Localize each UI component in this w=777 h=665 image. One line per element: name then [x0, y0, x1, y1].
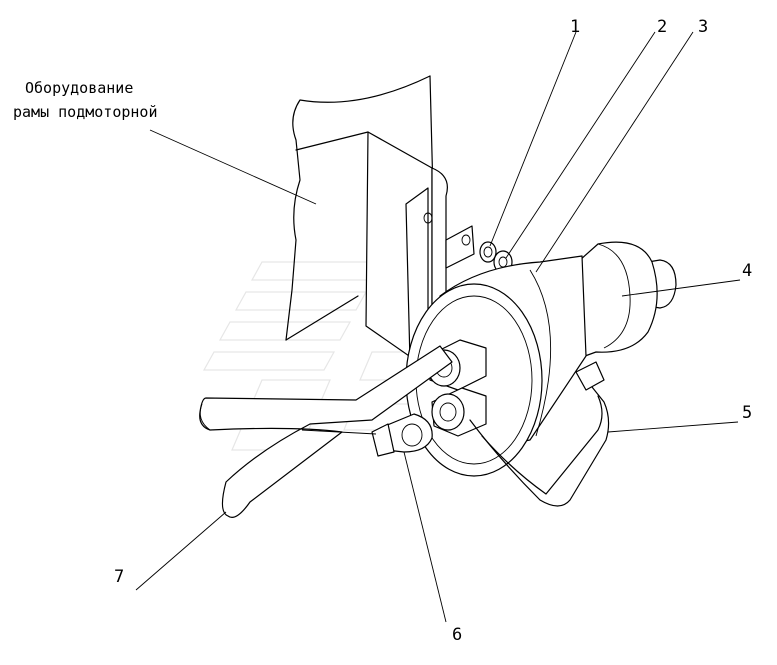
title-line-1: Оборудование — [25, 79, 133, 97]
callout-4: 4 — [742, 261, 752, 281]
callout-7: 7 — [114, 567, 124, 587]
callout-labels: 1 2 3 4 5 6 7 — [114, 17, 752, 645]
callout-5: 5 — [742, 403, 752, 423]
cable-7 — [199, 345, 453, 518]
wire-5 — [469, 361, 610, 507]
bracket-hole — [423, 212, 433, 224]
panel-title: Оборудование рамы подмоторной — [13, 79, 158, 121]
callout-3: 3 — [698, 17, 708, 37]
title-line-2: рамы подмоторной — [13, 103, 158, 121]
callout-1: 1 — [570, 17, 580, 37]
mounting-bracket — [365, 131, 475, 363]
cable-lug-6 — [371, 413, 433, 457]
leader-lines — [135, 31, 741, 623]
washer-1 — [479, 241, 497, 263]
callout-2: 2 — [657, 17, 667, 37]
callout-6: 6 — [452, 625, 462, 645]
